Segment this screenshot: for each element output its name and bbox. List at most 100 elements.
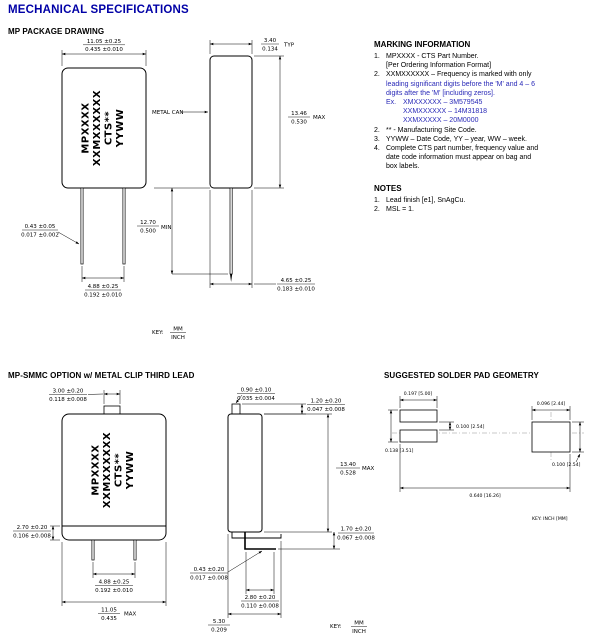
item-text: box labels. — [386, 163, 420, 171]
dim-inch: 0.017 ±0.008 — [190, 576, 228, 582]
dim-mm: 0.90 ±0.10 — [241, 387, 272, 393]
dim-inch: 0.209 — [211, 628, 227, 634]
key-label: KEY: — [152, 330, 164, 336]
mm-inch-key: KEY: MM INCH — [330, 621, 367, 635]
dim-inch: 0.192 ±0.010 — [95, 588, 133, 594]
key-mm: MM — [173, 327, 183, 333]
smmc-option-heading: MP-SMMC OPTION w/ METAL CLIP THIRD LEAD — [8, 371, 195, 380]
mp-front-view: MPXXXX XXMXXXXXX CTS** YYWW — [61, 67, 147, 265]
dim-pad-length: 0.197 [5.00] — [399, 391, 438, 408]
dim-overall-depth: 5.30 0.209 — [208, 534, 282, 634]
marking-line: XXMXXXXXX — [92, 90, 103, 166]
package-body-side — [209, 55, 253, 189]
metal-can-callout: METAL CAN — [152, 110, 209, 116]
item-text: YYWW – Date Code, YY – year, WW – week. — [386, 135, 527, 143]
item-text: MSL = 1. — [386, 205, 414, 213]
dim-tab-width: 3.00 ±0.20 0.118 ±0.008 — [49, 388, 121, 404]
part-marking: MPXXXX XXMXXXXXX CTS** YYWW — [81, 90, 127, 166]
lead-pad-top — [399, 409, 438, 423]
clip-foot — [231, 532, 282, 539]
dim-body-width: 11.05 ±0.25 0.435 ±0.010 — [61, 39, 147, 66]
smmc-drawing: MPXXXX XXMXXXXXX CTS** YYWW 3.00 ±0.20 0… — [13, 387, 375, 635]
clip-tab-top-side — [231, 403, 241, 415]
marking-information-section: MARKING INFORMATION 1. MPXXXX - CTS Part… — [374, 40, 602, 214]
dim-mm: 3.00 ±0.20 — [53, 388, 84, 394]
lead-side — [229, 187, 233, 275]
list-item: 4. Complete CTS part number, frequency v… — [374, 144, 602, 172]
example-text: XXMXXXXXX – 14M31818 — [403, 108, 488, 116]
dim-inch: 0.183 ±0.010 — [277, 287, 315, 293]
list-item: 3. YYWW – Date Code, YY – year, WW – wee… — [374, 135, 602, 144]
dim-inch: 0.106 ±0.008 — [13, 534, 51, 540]
smmc-front-view: MPXXXX XXMXXXXXX CTS** YYWW — [61, 405, 167, 561]
lead-tip — [230, 274, 233, 282]
example-row: XXMXXXXX – 20M0000 — [386, 116, 602, 125]
inch-mm-key: KEY: INCH [MM] — [532, 516, 568, 522]
mp-side-view — [209, 55, 253, 282]
example-row: Ex. XMXXXXXX – 3M579545 — [386, 98, 602, 107]
item-text: date code information must appear on bag… — [386, 154, 532, 162]
dim-inch: 0.118 ±0.008 — [49, 397, 87, 403]
item-number: 4. — [374, 145, 380, 153]
mp-package-drawing: MPXXXX XXMXXXXXX CTS** YYWW METAL CAN 11… — [21, 38, 326, 341]
item-text: leading significant digits before the 'M… — [386, 80, 535, 88]
package-body-side — [227, 413, 263, 533]
dim-clip-pad-height: 0.100 [2.54] — [552, 421, 584, 468]
dim-mm: 0.43 ±0.20 — [194, 567, 225, 573]
dim-inch: 0.047 ±0.008 — [307, 407, 345, 413]
clip-tab-top — [103, 405, 121, 415]
key-inch: INCH — [352, 629, 366, 635]
dim-lead-diameter: 0.43 ±0.05 0.017 ±0.002 — [21, 224, 80, 245]
marking-line: XXMXXXXXX — [102, 432, 113, 508]
marking-line: MPXXXX — [81, 102, 92, 153]
dim-clip-pad-width: 0.096 [2.44] — [531, 401, 571, 420]
dim-overall-length: 0.640 [16.26] — [399, 444, 571, 499]
dim-mm: 5.30 — [213, 619, 226, 625]
dim-mm: 11.05 — [101, 607, 117, 613]
mm-inch-key: KEY: MM INCH — [152, 327, 186, 341]
marking-line: CTS** — [104, 111, 115, 146]
example-label: Ex. — [386, 99, 397, 107]
dim-label: 0.100 [2.54] — [456, 424, 485, 430]
dim-lead-spacing: 4.88 ±0.25 0.192 ±0.010 — [81, 266, 125, 299]
dim-body-height: 13.40 0.528 MAX — [264, 413, 375, 533]
item-number: 2. — [374, 205, 380, 213]
metal-can-label: METAL CAN — [152, 110, 183, 116]
lead-pad-bottom — [399, 429, 438, 443]
notes-heading: NOTES — [374, 183, 402, 193]
dim-body-width: 11.05 0.435 MAX — [61, 542, 167, 622]
smmc-side-view — [227, 403, 282, 550]
dim-mm: 13.40 — [340, 462, 356, 468]
dim-inch: 0.192 ±0.010 — [84, 293, 122, 299]
dim-mm: 13.46 — [291, 111, 307, 117]
marking-line: YYWW — [115, 109, 126, 149]
dim-inch: 0.110 ±0.008 — [241, 604, 279, 610]
solder-pad-diagram: 0.197 [5.00] 0.100 [2.54] 0.138 [3.51] 0… — [385, 391, 584, 522]
dim-can-height: 13.46 0.530 MAX — [254, 55, 326, 189]
dim-inch: 0.530 — [291, 120, 307, 126]
dim-suffix: TYP — [283, 43, 295, 49]
dim-inch: 0.500 — [140, 229, 156, 235]
dim-lead-spacing: 4.88 ±0.25 0.192 ±0.010 — [92, 562, 136, 594]
dim-inch: 0.067 ±0.008 — [337, 536, 375, 542]
marking-heading: MARKING INFORMATION — [374, 40, 471, 49]
notes-section: NOTES 1. Lead finish [e1], SnAgCu. 2. MS… — [374, 184, 602, 214]
dim-lead-thickness: 0.43 ±0.20 0.017 ±0.008 — [190, 550, 263, 582]
bent-lead — [244, 532, 276, 550]
list-item: 2. XXMXXXXXX – Frequency is marked with … — [374, 70, 602, 125]
dim-mm: 1.70 ±0.20 — [341, 527, 372, 533]
item-text: MPXXXX - CTS Part Number. — [386, 53, 479, 60]
marking-list: 1. MPXXXX - CTS Part Number. [Per Orderi… — [374, 52, 602, 172]
dim-foot-length: 2.80 ±0.20 0.110 ±0.008 — [241, 552, 279, 610]
dim-lead-length: 12.70 0.500 MIN — [137, 187, 228, 275]
item-text: Lead finish [e1], SnAgCu. — [386, 196, 466, 204]
package-body — [61, 67, 147, 189]
dim-mm: 3.40 — [264, 38, 277, 44]
marking-line: MPXXXX — [91, 444, 102, 495]
dim-suffix: MIN — [161, 225, 171, 231]
dim-label: 0.197 [5.00] — [404, 391, 433, 397]
dim-inch: 0.035 ±0.004 — [237, 396, 275, 402]
dim-mm: 12.70 — [140, 220, 156, 226]
dim-clip-height: 2.70 ±0.20 0.106 ±0.008 — [13, 525, 60, 541]
dim-can-depth: 4.65 ±0.25 0.183 ±0.010 — [209, 190, 315, 293]
